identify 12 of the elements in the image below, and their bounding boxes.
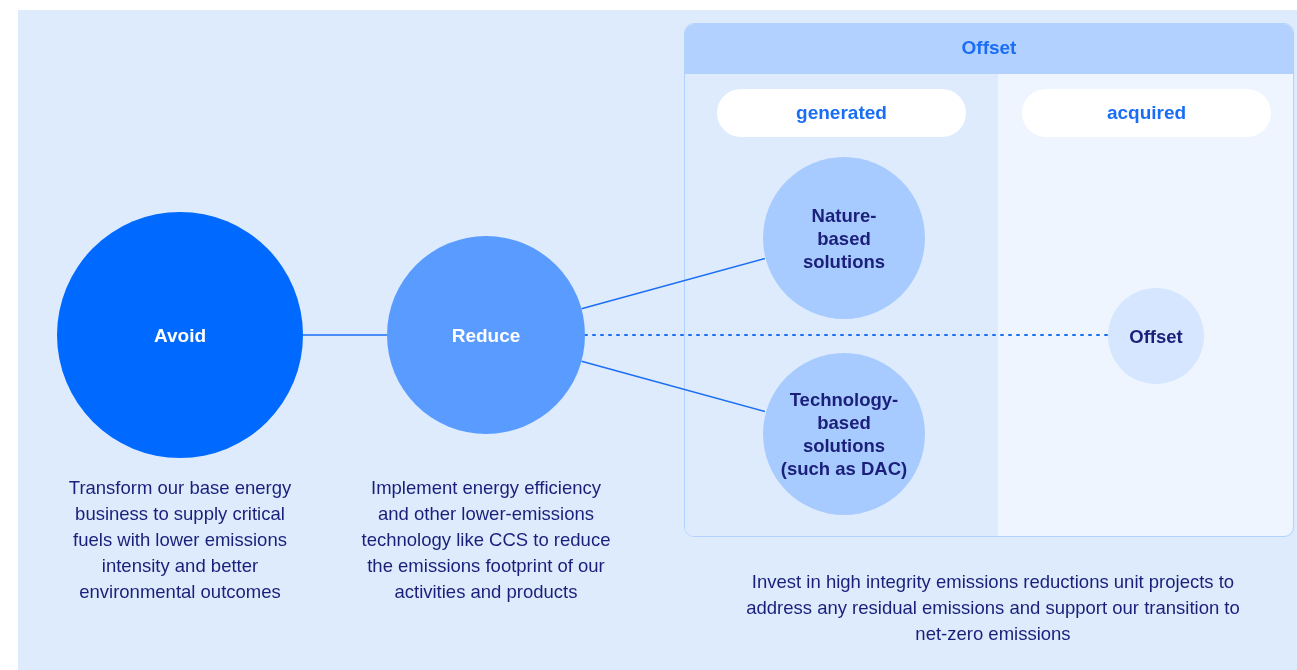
category-circle: Offset [1108,288,1204,384]
panel-title: Offset [961,37,1017,59]
dotted-connector [584,334,1108,336]
connector-line [580,360,766,413]
description-text: Invest in high integrity emissions reductions unit projects to address any residual emissions and support our transition to net-zero emissions [745,570,1241,646]
description-text: Transform our base energy business to supply critical fuels with lower emissions intensity and better environmental outcomes [67,476,293,604]
category-pill: acquired [1022,89,1271,137]
description-text: Implement energy efficiency and other lower-emissions technology like CCS to reduce the emissions footprint of our activities and products [360,476,612,604]
connector-line [580,257,766,310]
connector-line [302,334,388,336]
offset-panel [684,23,1294,537]
category-pill: generated [717,89,966,137]
